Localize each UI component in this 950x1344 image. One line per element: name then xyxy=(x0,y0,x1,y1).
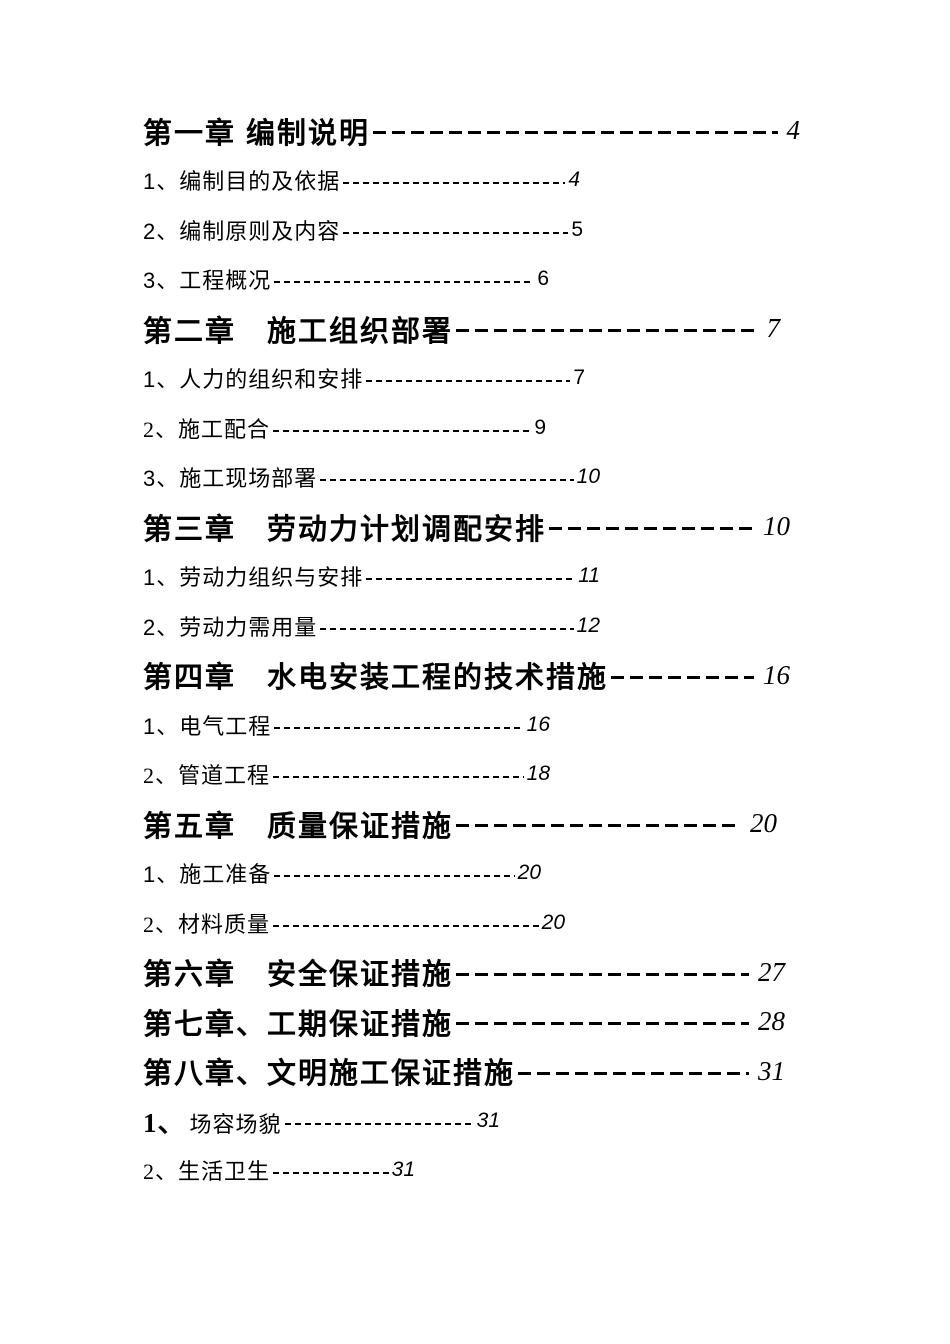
toc-entry-title: 场容场貌 xyxy=(189,1112,282,1138)
toc-entry-label: 2、材料质量 xyxy=(143,911,271,937)
toc-entry-label: 第三章 劳动力计划调配安排 xyxy=(143,513,547,546)
toc-entry: 1、电气工程 16 xyxy=(143,700,550,750)
toc-page-number: 10 xyxy=(763,511,790,542)
toc-entry-label: 1、人力的组织和安排 xyxy=(143,367,364,393)
toc-entry: 2、劳动力需用量 12 xyxy=(143,601,600,651)
dash-leader xyxy=(273,776,524,779)
toc-page-number: 12 xyxy=(576,613,600,637)
dash-leader xyxy=(366,380,571,383)
dash-leader xyxy=(273,1172,389,1175)
toc-entry-number: 1、 xyxy=(143,1108,186,1139)
dash-leader xyxy=(273,924,539,927)
toc-entry: 第一章 编制说明 4 xyxy=(143,106,800,156)
toc-entry-label: 1、编制目的及依据 xyxy=(143,169,341,195)
dash-leader xyxy=(366,578,576,581)
toc-entry: 1、人力的组织和安排 7 xyxy=(143,354,585,404)
toc-page-number: 7 xyxy=(573,366,585,390)
toc-entry-label: 2、管道工程 xyxy=(143,763,271,789)
toc-page-number: 31 xyxy=(758,1055,785,1086)
dash-leader xyxy=(274,281,535,284)
toc-entry: 第七章、工期保证措施 28 xyxy=(143,997,785,1047)
toc-page-number: 20 xyxy=(517,861,541,885)
dash-leader xyxy=(284,1122,474,1125)
toc-entry-label: 第六章 安全保证措施 xyxy=(143,959,454,992)
toc-entry: 2、施工配合 9 xyxy=(143,403,546,453)
toc-entry-label: 第八章、文明施工保证措施 xyxy=(143,1058,516,1091)
toc-entry: 第三章 劳动力计划调配安排 10 xyxy=(143,502,790,552)
dash-leader xyxy=(274,875,515,878)
toc-page-number: 31 xyxy=(476,1108,500,1132)
toc-entry-label: 第二章 施工组织部署 xyxy=(143,315,454,348)
toc-entry-label: 2、施工配合 xyxy=(143,416,271,442)
toc-entry-label: 第五章 质量保证措施 xyxy=(143,810,454,843)
toc-page-number: 18 xyxy=(526,762,550,786)
dash-leader xyxy=(549,527,754,531)
toc-entry-label: 2、劳动力需用量 xyxy=(143,614,318,640)
toc-page-number: 27 xyxy=(758,956,785,987)
toc-entry: 第四章 水电安装工程的技术措施 16 xyxy=(143,651,790,701)
toc-entry-label: 2、生活卫生 xyxy=(143,1159,271,1185)
toc-entry-label: 1、场容场貌 xyxy=(143,1101,282,1140)
toc-entry: 第二章 施工组织部署 7 xyxy=(143,304,780,354)
toc-entry-label: 第一章 编制说明 xyxy=(143,117,371,150)
toc-page-number: 16 xyxy=(526,712,550,736)
toc-entry: 2、管道工程 18 xyxy=(143,750,550,800)
dash-leader xyxy=(518,1071,749,1075)
toc-entry: 2、材料质量 20 xyxy=(143,898,565,948)
toc-entry: 2、编制原则及内容 5 xyxy=(143,205,583,255)
toc-page-number: 6 xyxy=(537,267,549,291)
dash-leader xyxy=(611,675,754,679)
dash-leader xyxy=(320,479,574,482)
toc-entry-label: 第七章、工期保证措施 xyxy=(143,1008,454,1041)
toc-page-number: 9 xyxy=(534,415,546,439)
toc-entry: 3、施工现场部署 10 xyxy=(143,453,600,503)
toc-entry-label: 1、施工准备 xyxy=(143,862,272,888)
toc-entry-label: 1、电气工程 xyxy=(143,713,272,739)
toc-entry-label: 2、编制原则及内容 xyxy=(143,218,341,244)
toc-entry-label: 第四章 水电安装工程的技术措施 xyxy=(143,662,609,695)
toc-entry-label: 3、施工现场部署 xyxy=(143,466,318,492)
toc-page-number: 16 xyxy=(763,659,790,690)
dash-leader xyxy=(456,824,741,828)
toc-entry: 第六章 安全保证措施 27 xyxy=(143,948,785,998)
toc-entry-label: 1、劳动力组织与安排 xyxy=(143,565,364,591)
dash-leader xyxy=(456,972,749,976)
dash-leader xyxy=(273,429,532,432)
toc-page-number: 4 xyxy=(786,115,801,146)
toc-page-number: 4 xyxy=(568,168,580,192)
dash-leader xyxy=(373,131,778,135)
toc-entry: 1、场容场貌 31 xyxy=(143,1096,500,1146)
toc-page-number: 28 xyxy=(758,1006,785,1037)
toc-page-number: 10 xyxy=(576,465,600,489)
toc-entry: 第五章 质量保证措施 20 xyxy=(143,799,777,849)
dash-leader xyxy=(343,182,566,185)
dash-leader xyxy=(343,231,569,234)
toc-entry: 第八章、文明施工保证措施 31 xyxy=(143,1047,785,1097)
toc-page-number: 20 xyxy=(541,910,565,934)
dash-leader xyxy=(456,329,758,333)
toc-entry: 3、工程概况 6 xyxy=(143,255,549,305)
toc-page-number: 11 xyxy=(578,564,600,588)
dash-leader xyxy=(456,1022,749,1026)
toc-entry: 1、编制目的及依据 4 xyxy=(143,156,580,206)
toc-entry-label: 3、工程概况 xyxy=(143,268,272,294)
toc-entry: 1、施工准备 20 xyxy=(143,849,541,899)
dash-leader xyxy=(320,627,574,630)
toc-page-number: 7 xyxy=(766,313,781,344)
dash-leader xyxy=(274,726,524,729)
toc-entry: 2、生活卫生 31 xyxy=(143,1146,415,1196)
toc-page-number: 5 xyxy=(571,217,583,241)
toc-entry: 1、劳动力组织与安排 11 xyxy=(143,552,600,602)
toc-page-number: 20 xyxy=(750,808,777,839)
toc-page-number: 31 xyxy=(391,1158,415,1182)
